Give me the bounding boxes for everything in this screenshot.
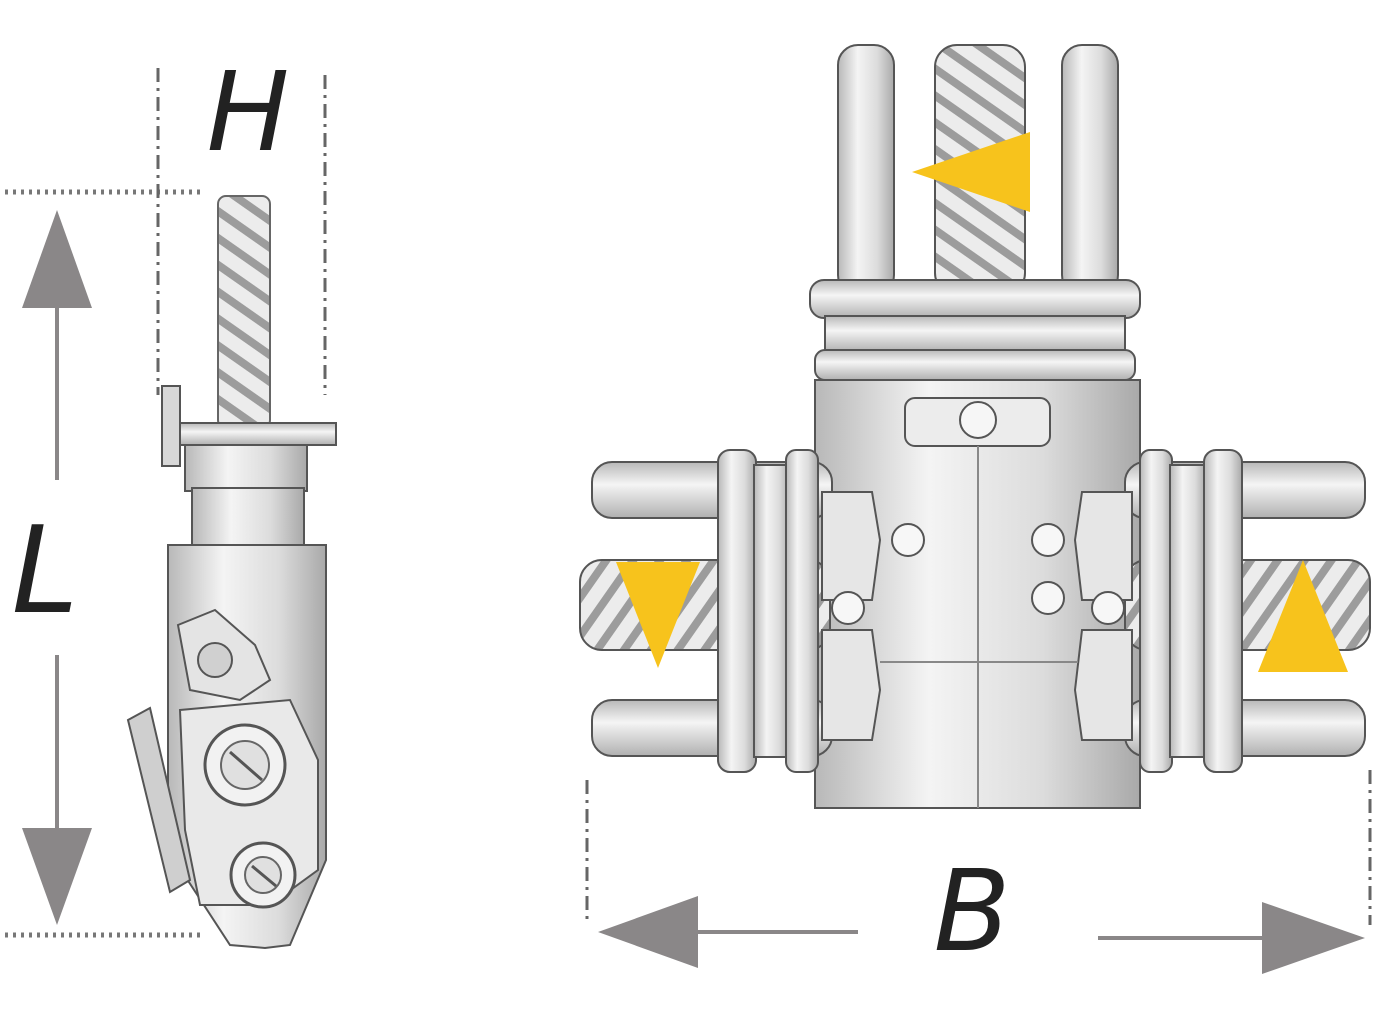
side-washer bbox=[169, 422, 337, 446]
side-threaded-stud bbox=[217, 195, 271, 429]
triangle-marker-icon bbox=[1258, 560, 1348, 672]
height-label: H bbox=[207, 48, 290, 176]
arrow-down-icon bbox=[22, 828, 92, 925]
left-collar bbox=[717, 449, 757, 773]
side-small-bolt-icon bbox=[197, 642, 233, 678]
length-label: L bbox=[12, 502, 79, 641]
arrow-left-icon bbox=[598, 896, 698, 968]
front-view: B bbox=[579, 44, 1372, 977]
right-collar bbox=[1139, 449, 1173, 773]
side-view: L H bbox=[5, 48, 337, 950]
triangle-marker-icon bbox=[616, 562, 700, 668]
top-rod-left bbox=[837, 44, 895, 296]
top-rod-right bbox=[1061, 44, 1119, 296]
arrow-up-icon bbox=[22, 210, 92, 308]
width-label: B bbox=[934, 847, 1011, 977]
triangle-marker-icon bbox=[912, 132, 1030, 212]
width-dimension-arrow bbox=[598, 896, 1365, 974]
length-dimension-arrow bbox=[22, 210, 92, 925]
arrow-right-icon bbox=[1262, 902, 1365, 974]
top-collar bbox=[809, 279, 1141, 319]
side-nut bbox=[184, 444, 308, 492]
